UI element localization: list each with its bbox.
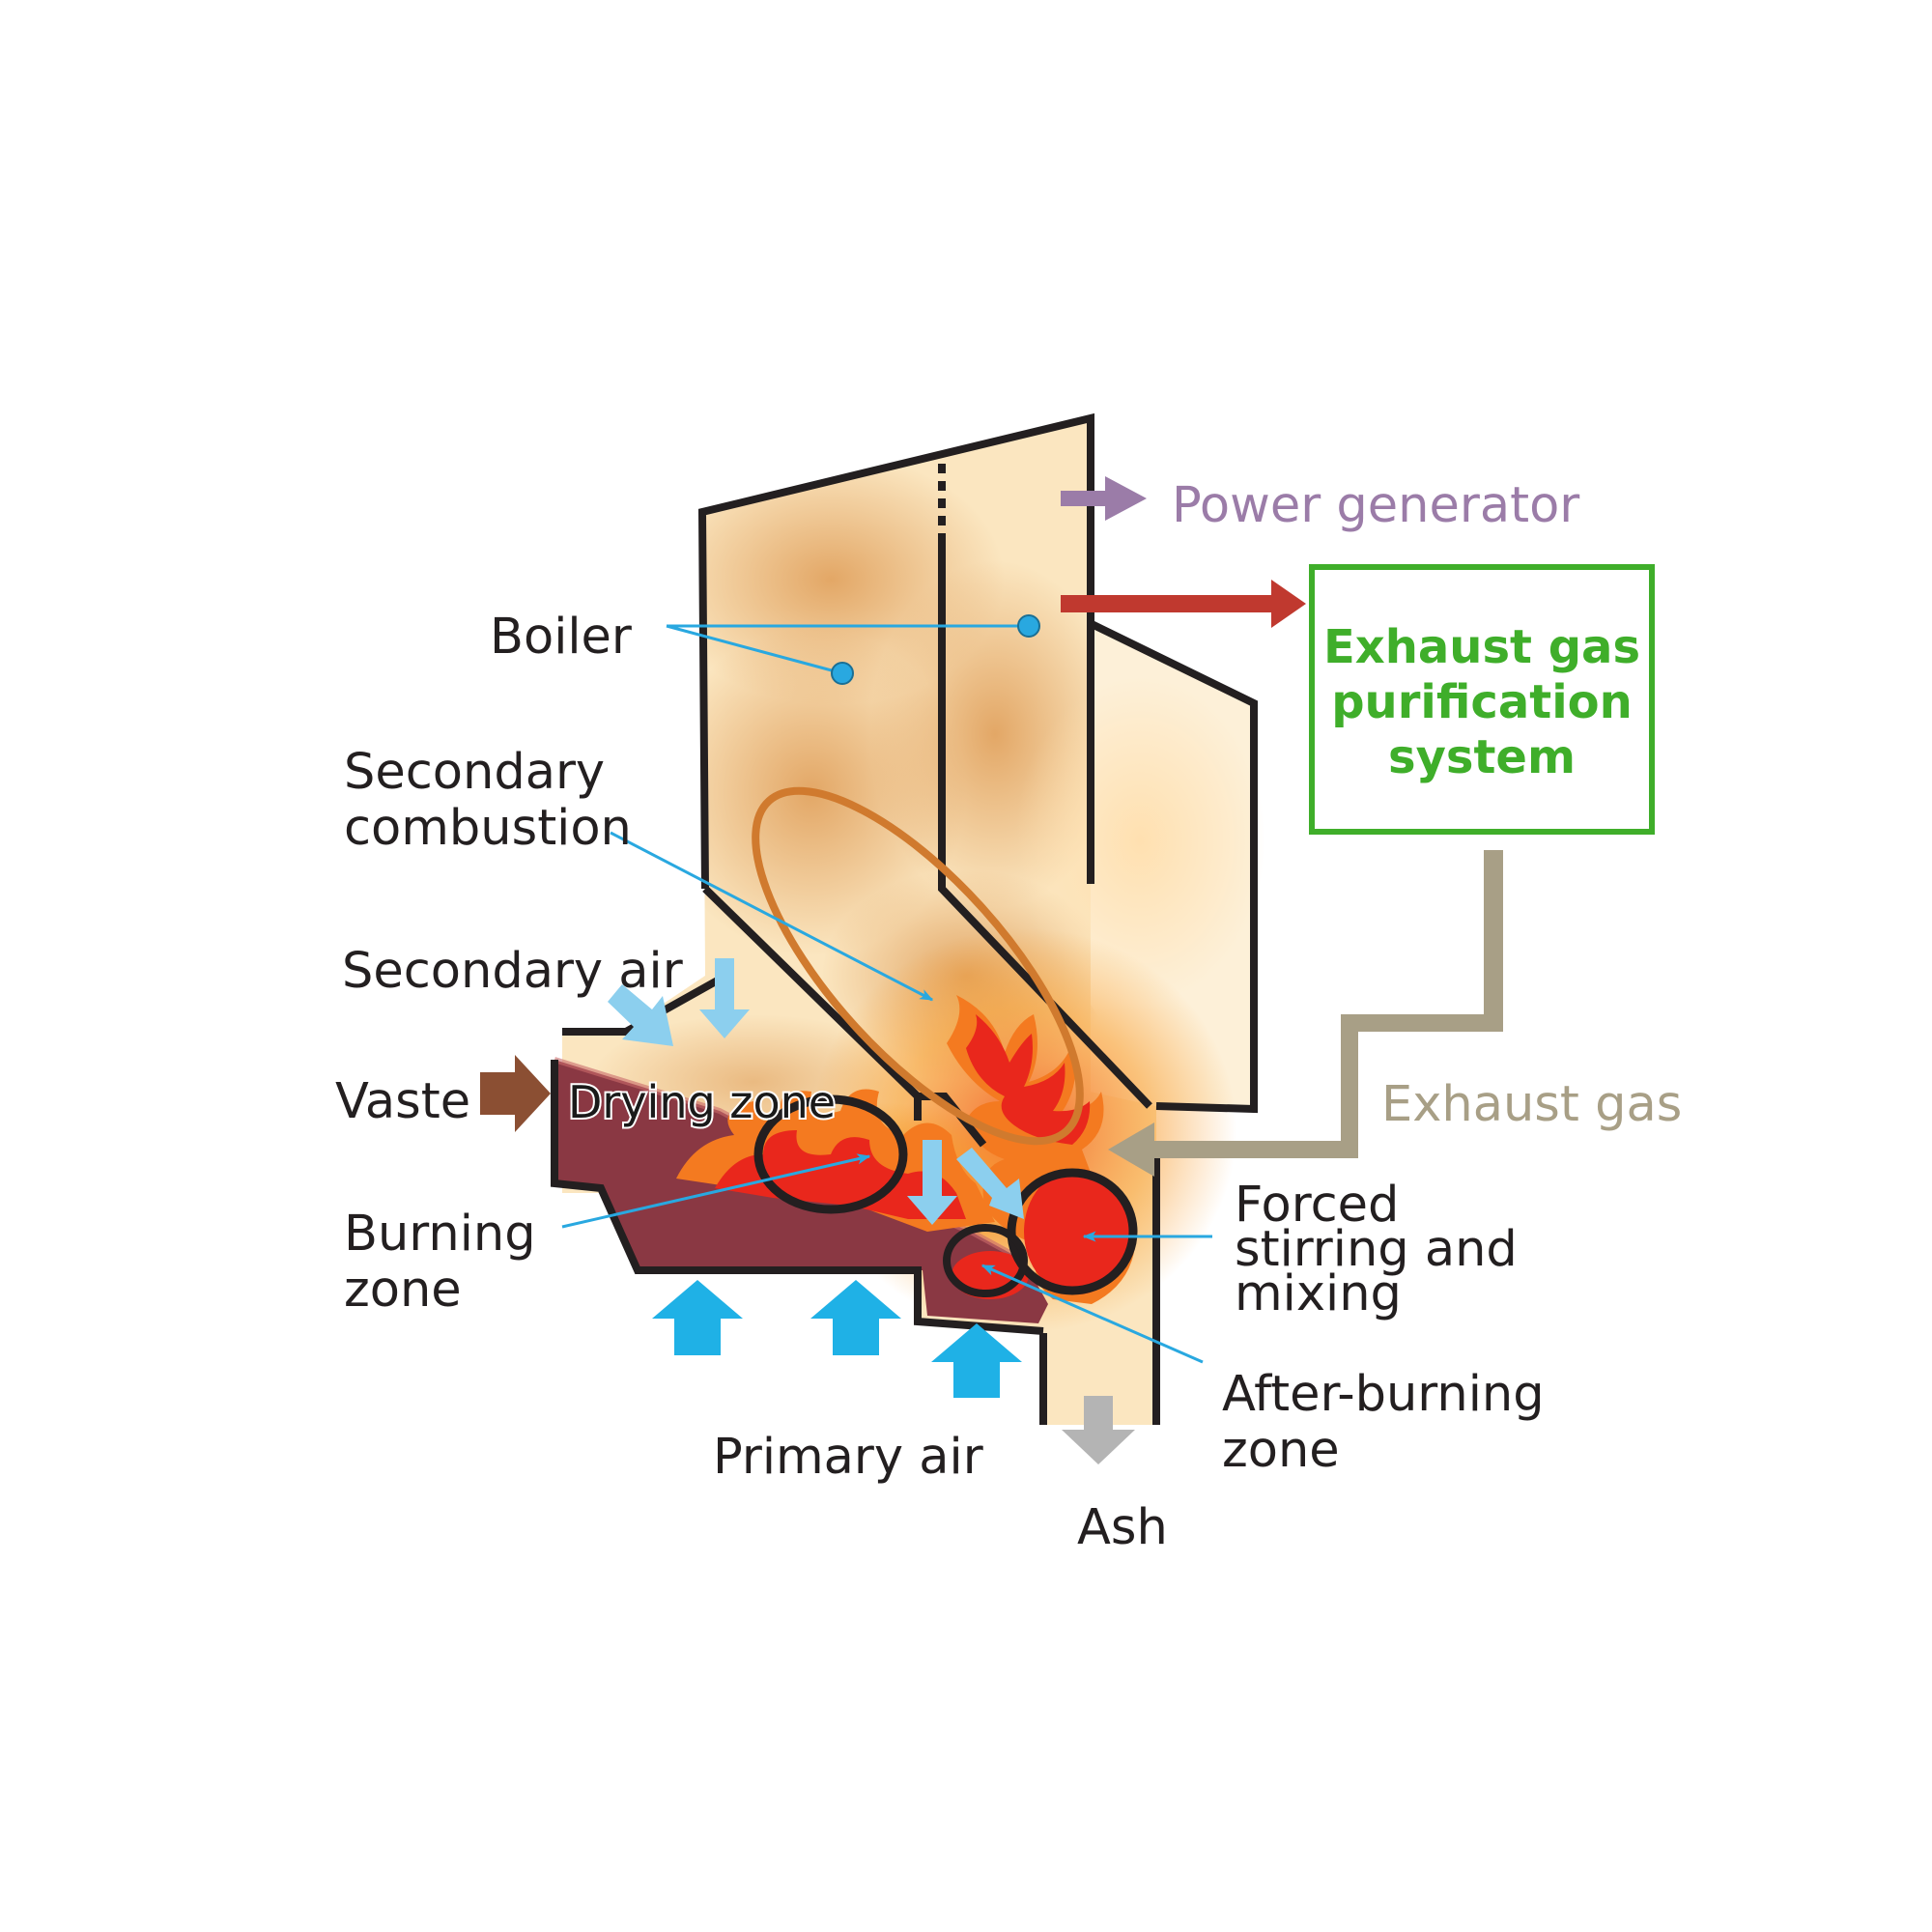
label-secondary-air: Secondary air bbox=[342, 943, 683, 1000]
purification-box-line-2: purification bbox=[1331, 675, 1633, 729]
label-forced-stirring-3: mixing bbox=[1235, 1265, 1402, 1322]
boiler-pointer-1 bbox=[666, 624, 843, 675]
label-secondary-combustion-2: combustion bbox=[344, 800, 632, 857]
furnace-body bbox=[551, 412, 1265, 1425]
burning-zone-pointer bbox=[561, 1153, 871, 1229]
after-burning-pointer bbox=[980, 1264, 1204, 1364]
label-burning-zone-1: Burning bbox=[344, 1206, 536, 1263]
secondary-air-arrows bbox=[608, 958, 1024, 1225]
label-boiler: Boiler bbox=[490, 609, 632, 666]
label-power-generator: Power generator bbox=[1172, 477, 1579, 534]
boiler-dot-2 bbox=[1017, 614, 1040, 638]
pointer-lines bbox=[561, 624, 1212, 1364]
label-after-burning-1: After-burning bbox=[1222, 1366, 1545, 1423]
purification-box-line-1: Exhaust gas bbox=[1323, 620, 1640, 674]
purification-system-box bbox=[1309, 564, 1655, 835]
flames bbox=[676, 995, 1135, 1304]
steam-to-purification-arrow bbox=[1061, 580, 1306, 628]
label-drying-zone: Drying zone bbox=[568, 1076, 836, 1128]
secondary-air-arrow-low-2 bbox=[956, 1148, 1024, 1219]
secondary-combustion-pointer bbox=[610, 831, 934, 1002]
exhaust-gas-return-arrow bbox=[1108, 850, 1503, 1177]
after-burning-circle bbox=[943, 1224, 1028, 1297]
label-primary-air: Primary air bbox=[713, 1429, 983, 1486]
label-forced-stirring-1: Forced bbox=[1235, 1177, 1399, 1234]
power-generator-arrow bbox=[1061, 476, 1147, 521]
ash-output-arrow bbox=[1062, 1396, 1135, 1464]
label-exhaust-gas: Exhaust gas bbox=[1381, 1076, 1682, 1133]
burning-zone-circle bbox=[753, 1094, 908, 1214]
secondary-air-arrow-low-1 bbox=[907, 1140, 957, 1225]
secondary-air-arrow-top-2 bbox=[699, 958, 750, 1038]
label-ash: Ash bbox=[1077, 1499, 1168, 1556]
label-waste: Vaste bbox=[335, 1073, 470, 1130]
primary-air-arrows bbox=[652, 1280, 1022, 1398]
label-burning-zone-2: zone bbox=[344, 1262, 462, 1319]
label-forced-stirring-2: stirring and bbox=[1235, 1221, 1518, 1278]
primary-air-arrow-2 bbox=[810, 1280, 901, 1355]
primary-air-arrow-1 bbox=[652, 1280, 743, 1355]
purification-box-line-3: system bbox=[1388, 730, 1576, 784]
secondary-air-arrow-top-1 bbox=[608, 984, 673, 1046]
secondary-combustion-ring bbox=[752, 786, 1084, 1146]
boiler-dot-1 bbox=[831, 662, 854, 685]
primary-air-arrow-3 bbox=[931, 1323, 1022, 1398]
waste-input-arrow bbox=[480, 1055, 551, 1132]
label-secondary-combustion-1: Secondary bbox=[344, 744, 605, 801]
label-after-burning-2: zone bbox=[1222, 1422, 1340, 1479]
